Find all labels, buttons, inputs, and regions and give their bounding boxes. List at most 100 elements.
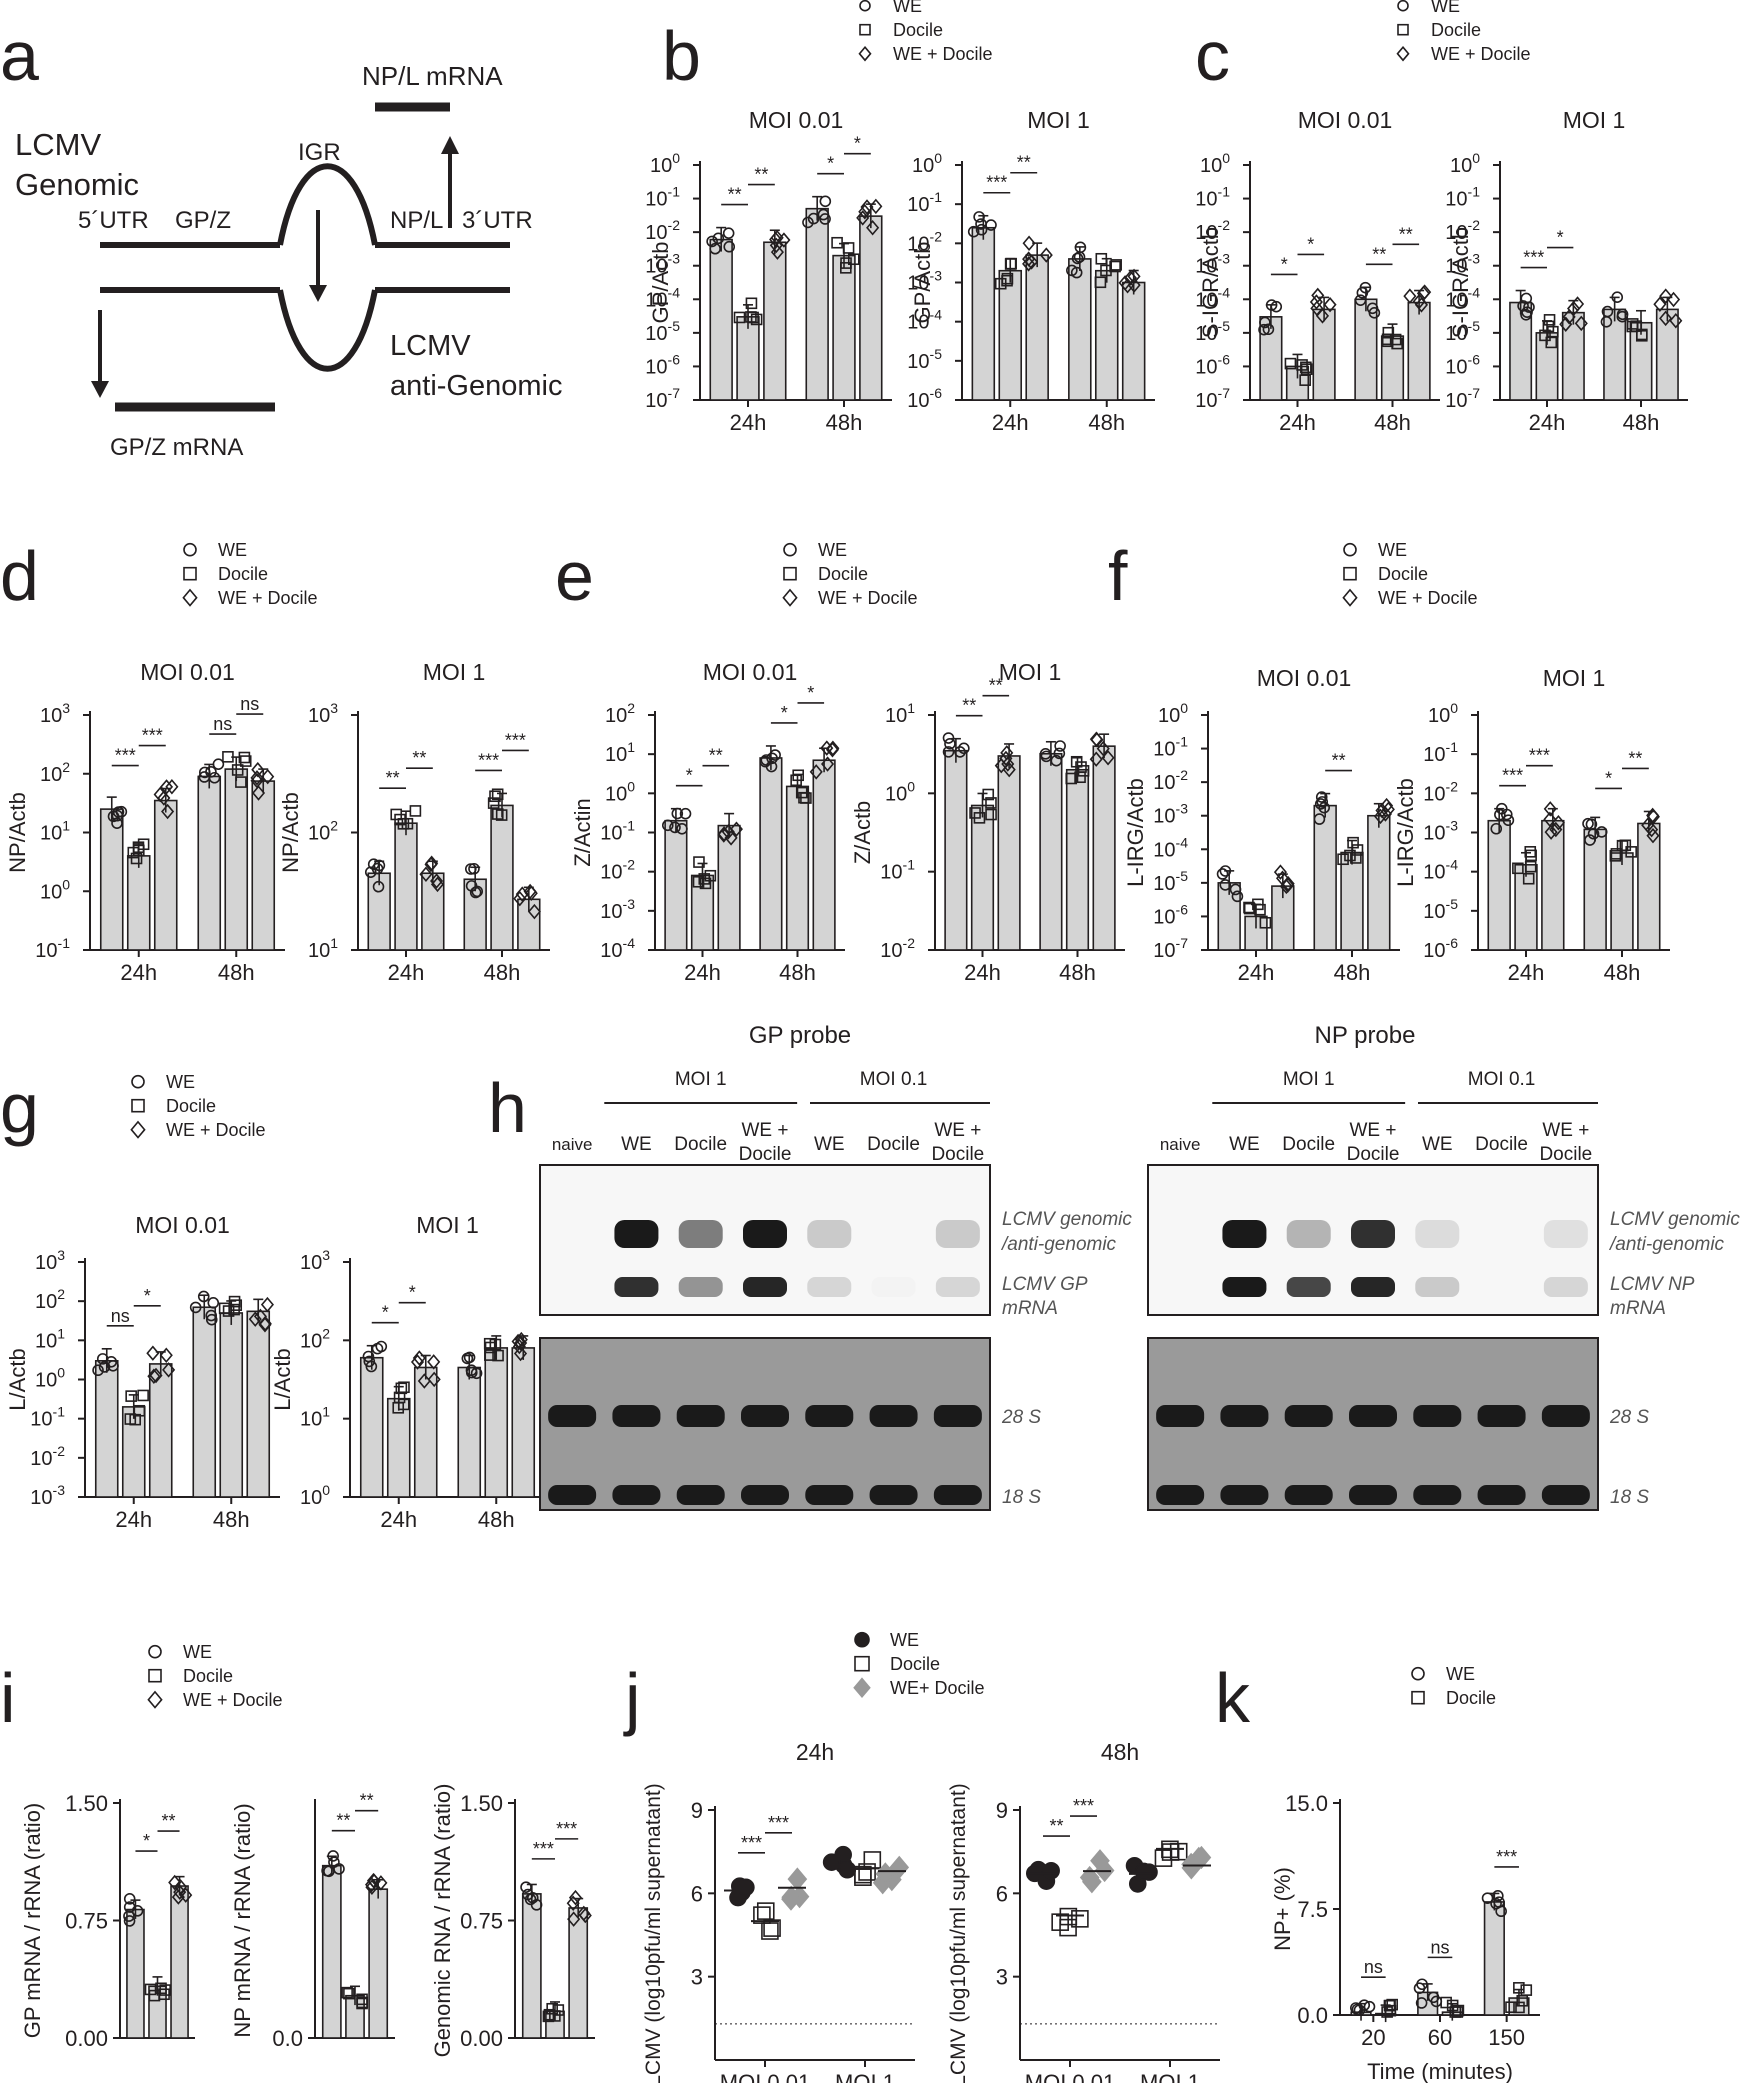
label-genomic: Genomic bbox=[15, 167, 139, 202]
bar-we-docile bbox=[812, 759, 836, 951]
legend-label-1: Docile bbox=[166, 1096, 216, 1116]
data-point bbox=[427, 1371, 441, 1388]
data-point bbox=[123, 1915, 136, 1927]
tick-exponent: -2 bbox=[1218, 217, 1231, 233]
data-point bbox=[745, 297, 758, 310]
bar-we bbox=[971, 226, 996, 401]
data-point bbox=[123, 1910, 135, 1922]
tick-base: 10 bbox=[1195, 323, 1217, 345]
data-point bbox=[1354, 294, 1367, 306]
tick-exponent: -4 bbox=[1176, 834, 1189, 850]
y-tick-label: 100 bbox=[1158, 700, 1188, 727]
chart-title: MOI 0.01 bbox=[703, 659, 798, 685]
data-point bbox=[1382, 326, 1395, 339]
y-tick-label: 101 bbox=[35, 1325, 65, 1352]
data-point bbox=[763, 1919, 781, 1937]
data-point bbox=[251, 761, 265, 778]
legend-marker-2 bbox=[858, 45, 872, 62]
bar-we bbox=[1354, 298, 1378, 401]
y-tick-label: 103 bbox=[300, 1247, 330, 1274]
lane-label: WE + bbox=[934, 1120, 981, 1141]
tick-exponent: 1 bbox=[330, 935, 338, 951]
data-point bbox=[327, 1850, 339, 1862]
data-point bbox=[1309, 294, 1323, 310]
bar-we-docile bbox=[1561, 311, 1585, 401]
data-point bbox=[1318, 801, 1330, 814]
moi01-header: MOI 0.1 bbox=[1468, 1069, 1536, 1090]
tick-exponent: 1 bbox=[627, 739, 635, 755]
label-anti-lcmv: LCMV bbox=[390, 330, 471, 362]
lane-label: naive bbox=[1160, 1135, 1201, 1154]
chart-title: MOI 1 bbox=[1563, 107, 1626, 133]
data-point bbox=[1610, 848, 1623, 860]
bar-we-docile bbox=[153, 799, 178, 951]
bar-we bbox=[1583, 828, 1607, 951]
bar-docile bbox=[785, 785, 810, 951]
data-point bbox=[489, 790, 501, 803]
tick-base: 10 bbox=[885, 705, 907, 727]
data-point bbox=[831, 236, 843, 249]
data-point bbox=[483, 1337, 496, 1350]
bar-we-docile bbox=[997, 755, 1021, 951]
data-point bbox=[549, 2010, 561, 2022]
data-point bbox=[222, 751, 234, 763]
tick-exponent: -1 bbox=[1218, 184, 1231, 200]
data-point bbox=[1350, 852, 1362, 864]
data-point bbox=[419, 866, 433, 883]
y-tick-label: 10-5 bbox=[1445, 318, 1480, 345]
data-point bbox=[820, 740, 834, 756]
tick-exponent: -1 bbox=[1176, 734, 1189, 750]
data-point bbox=[146, 1345, 160, 1361]
tick-base: 10 bbox=[907, 194, 929, 216]
significance-label: ** bbox=[709, 746, 723, 766]
chart-title: 24h bbox=[796, 1739, 834, 1765]
band-28s bbox=[933, 1405, 982, 1427]
significance-label: ** bbox=[1049, 1816, 1063, 1836]
data-point bbox=[1522, 872, 1535, 885]
data-point bbox=[520, 1881, 532, 1893]
tick-exponent: -2 bbox=[1176, 767, 1189, 783]
y-axis-label: GP mRNA / rRNA (ratio) bbox=[20, 1803, 45, 2039]
data-point bbox=[1216, 868, 1229, 880]
significance-label: *** bbox=[1073, 1796, 1094, 1816]
data-point bbox=[1259, 316, 1271, 329]
data-point bbox=[364, 866, 377, 878]
y-tick-label: 100 bbox=[35, 1365, 65, 1392]
lane-label: Docile bbox=[1282, 1134, 1335, 1155]
significance-label: * bbox=[854, 134, 861, 154]
significance-label: *** bbox=[1529, 746, 1550, 766]
tick-exponent: 1 bbox=[57, 1325, 65, 1341]
chart-title: MOI 0.01 bbox=[1298, 107, 1393, 133]
data-point bbox=[1284, 357, 1297, 370]
data-point bbox=[1077, 765, 1090, 777]
data-point bbox=[1089, 751, 1103, 767]
data-point bbox=[1616, 839, 1629, 852]
band-genomic bbox=[1543, 1220, 1588, 1248]
tick-exponent: -6 bbox=[1218, 351, 1231, 367]
y-tick-label: 10-6 bbox=[907, 385, 942, 412]
legend-marker-1 bbox=[854, 1655, 870, 1672]
data-point bbox=[1082, 1870, 1102, 1894]
tick-exponent: -4 bbox=[1446, 857, 1459, 873]
data-point bbox=[130, 852, 143, 865]
y-tick-label: 10-1 bbox=[1445, 184, 1480, 211]
legend-marker-1 bbox=[148, 1668, 162, 1683]
panel-letter-e: e bbox=[555, 537, 594, 615]
legend-label-0: WE bbox=[893, 0, 922, 16]
data-point bbox=[392, 1402, 405, 1414]
band-18s bbox=[933, 1485, 982, 1505]
tick-base: 10 bbox=[1423, 823, 1445, 845]
tick-base: 10 bbox=[600, 862, 622, 884]
tick-base: 10 bbox=[1423, 862, 1445, 884]
band-18s bbox=[1220, 1485, 1269, 1505]
data-point bbox=[1492, 1890, 1504, 1902]
data-point bbox=[863, 1851, 882, 1869]
legend-marker-2 bbox=[130, 1120, 146, 1139]
legend-label-1: Docile bbox=[1378, 564, 1428, 584]
data-point bbox=[552, 2004, 565, 2016]
tick-base: 10 bbox=[35, 1330, 57, 1352]
y-axis-label: L-IRG/Actb bbox=[1393, 778, 1418, 887]
label-gp-z: GP/Z bbox=[175, 207, 231, 234]
label-28s: 28 S bbox=[1001, 1407, 1041, 1428]
